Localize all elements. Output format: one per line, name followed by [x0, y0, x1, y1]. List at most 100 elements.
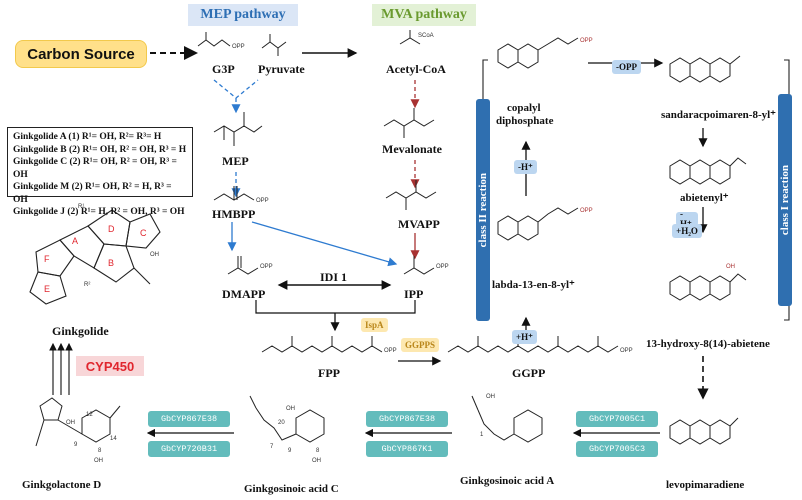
hmbpp-structure: OPP	[213, 186, 269, 204]
dmapp-structure: OPP	[227, 256, 273, 275]
svg-text:7: 7	[270, 444, 274, 450]
fpp-label: FPP	[318, 366, 340, 380]
ipp-label: IPP	[404, 287, 423, 301]
legend-row: Ginkgolide A (1) R¹= OH, R²= R³= H	[13, 132, 162, 142]
levo-label: levopimaradiene	[666, 479, 744, 491]
abietenyl-label: abietenyl⁺	[680, 192, 729, 204]
svg-text:9: 9	[74, 442, 78, 448]
enzyme-cyp7005c3: GbCYP7005C3	[576, 441, 658, 457]
svg-text:OH: OH	[312, 458, 321, 464]
svg-text:OPP: OPP	[580, 38, 593, 44]
svg-text:20: 20	[278, 420, 285, 426]
svg-text:OPP: OPP	[580, 208, 593, 214]
enzyme-cyp720b31: GbCYP720B31	[148, 441, 230, 457]
ginkgosinoic-a-label: Ginkgosinoic acid A	[460, 475, 554, 487]
mva-pathway-header: MVA pathway	[372, 4, 476, 26]
idi1-label: IDI 1	[320, 270, 347, 284]
merge-arrow	[213, 79, 259, 99]
hydroxy-label: 13-hydroxy-8(14)-abietene	[646, 338, 770, 350]
mvapp-label: MVAPP	[398, 217, 440, 231]
labda-label: labda-13-en-8-yl⁺	[492, 279, 575, 291]
levo-structure	[669, 417, 739, 445]
svg-text:8: 8	[316, 448, 320, 454]
legend-row: Ginkgolide J (2) R¹= H, R² = OH, R³ = OH	[13, 207, 185, 217]
svg-text:OH: OH	[94, 458, 103, 464]
enzyme-cyp7005c1: GbCYP7005C1	[576, 411, 658, 427]
copalyl-label-1: copalyl	[507, 102, 541, 114]
pyruvate-structure	[261, 34, 287, 56]
sandara-label: sandaracpoimaren-8-yl⁺	[661, 109, 776, 121]
legend-row: Ginkgolide C (2) R¹= OH, R² = OH, R³ = O…	[13, 157, 177, 180]
ginkgolide-structure: F A D B E C R¹ R² OH	[29, 204, 161, 305]
mevalonate-label: Mevalonate	[382, 142, 443, 156]
svg-text:OPP: OPP	[256, 198, 269, 204]
svg-text:OH: OH	[726, 264, 735, 270]
dmapp-label: DMAPP	[222, 287, 265, 301]
svg-text:OPP: OPP	[436, 264, 449, 270]
svg-text:OPP: OPP	[260, 264, 273, 270]
svg-text:R²: R²	[84, 282, 90, 288]
ggpp-structure: OPP	[447, 336, 633, 354]
ginkgolide-label: Ginkgolide	[52, 324, 109, 338]
ggpps-tag: GGPPS	[401, 338, 440, 352]
minus-opp-tag: -OPP	[612, 60, 641, 74]
ispa-tag: IspA	[361, 318, 388, 332]
mep-pathway-header: MEP pathway	[188, 4, 298, 26]
mep-structure	[213, 112, 263, 146]
svg-text:SCoA: SCoA	[418, 33, 434, 39]
enzyme-cyp867e38-a: GbCYP867E38	[148, 411, 230, 427]
hmbpp-label: HMBPP	[212, 207, 255, 221]
join-bracket	[255, 300, 416, 314]
svg-text:OH: OH	[286, 406, 295, 412]
ginkgosinoic-c-structure: 20 9 8 7 OH OH	[249, 395, 325, 464]
svg-text:D: D	[108, 224, 115, 234]
svg-text:E: E	[44, 284, 50, 294]
g3p-label: G3P	[212, 62, 235, 76]
svg-text:B: B	[108, 258, 114, 268]
pyruvate-label: Pyruvate	[258, 62, 305, 76]
svg-text:OH: OH	[486, 394, 495, 400]
ginkgolactone-d-structure: 12 14 9 8 OH OH	[35, 397, 121, 464]
ipp-structure: OPP	[403, 256, 449, 275]
svg-text:R¹: R¹	[78, 204, 84, 210]
hmbpp-ipp-arrow	[251, 221, 398, 267]
mep-label: MEP	[222, 154, 249, 168]
enzyme-cyp867e38-b: GbCYP867E38	[366, 411, 448, 427]
svg-text:14: 14	[110, 436, 117, 442]
copalyl-structure: OPP	[497, 37, 593, 69]
svg-text:OPP: OPP	[384, 348, 397, 354]
mevalonate-structure	[383, 108, 435, 138]
carbon-source-box: Carbon Source	[15, 40, 147, 68]
svg-text:1: 1	[480, 432, 484, 438]
svg-text:OPP: OPP	[232, 44, 245, 50]
mvapp-structure	[385, 180, 437, 210]
acetylcoa-structure: SCoA	[399, 30, 434, 45]
enzyme-cyp867k1: GbCYP867K1	[366, 441, 448, 457]
g3p-structure: OPP	[197, 32, 245, 50]
plus-h2o-tag: +H₂O	[672, 224, 702, 238]
minus-h-tag-2: -H⁺	[676, 209, 698, 229]
fpp-structure: OPP	[261, 336, 397, 354]
copalyl-label-2: diphosphate	[496, 115, 554, 127]
svg-text:OPP: OPP	[620, 348, 633, 354]
minus-h-tag: -H⁺	[514, 160, 537, 174]
svg-text:A: A	[72, 236, 78, 246]
svg-text:8: 8	[98, 448, 102, 454]
plus-h-tag: +H⁺	[512, 330, 537, 344]
sandara-structure	[669, 55, 741, 83]
svg-text:F: F	[44, 254, 50, 264]
ginkgolide-legend: Ginkgolide A (1) R¹= OH, R²= R³= H Ginkg…	[7, 127, 193, 217]
legend-row: Ginkgolide B (2) R¹= OH, R² = OH, R³ = H	[13, 144, 187, 155]
svg-text:OH: OH	[150, 252, 159, 258]
labda-structure: OPP	[497, 207, 593, 241]
svg-text:12: 12	[86, 412, 93, 418]
ginkgosinoic-a-structure: 1 OH	[471, 394, 543, 443]
class-ii-bar: class II reaction	[476, 99, 490, 321]
acetylcoa-label: Acetyl-CoA	[386, 62, 446, 76]
ginkgolactone-d-label: Ginkgolactone D	[22, 479, 101, 491]
ggpp-label: GGPP	[512, 366, 545, 380]
svg-text:OH: OH	[66, 420, 75, 426]
abietenyl-structure	[669, 157, 747, 185]
cyp450-box: CYP450	[76, 356, 144, 376]
svg-text:9: 9	[288, 448, 292, 454]
